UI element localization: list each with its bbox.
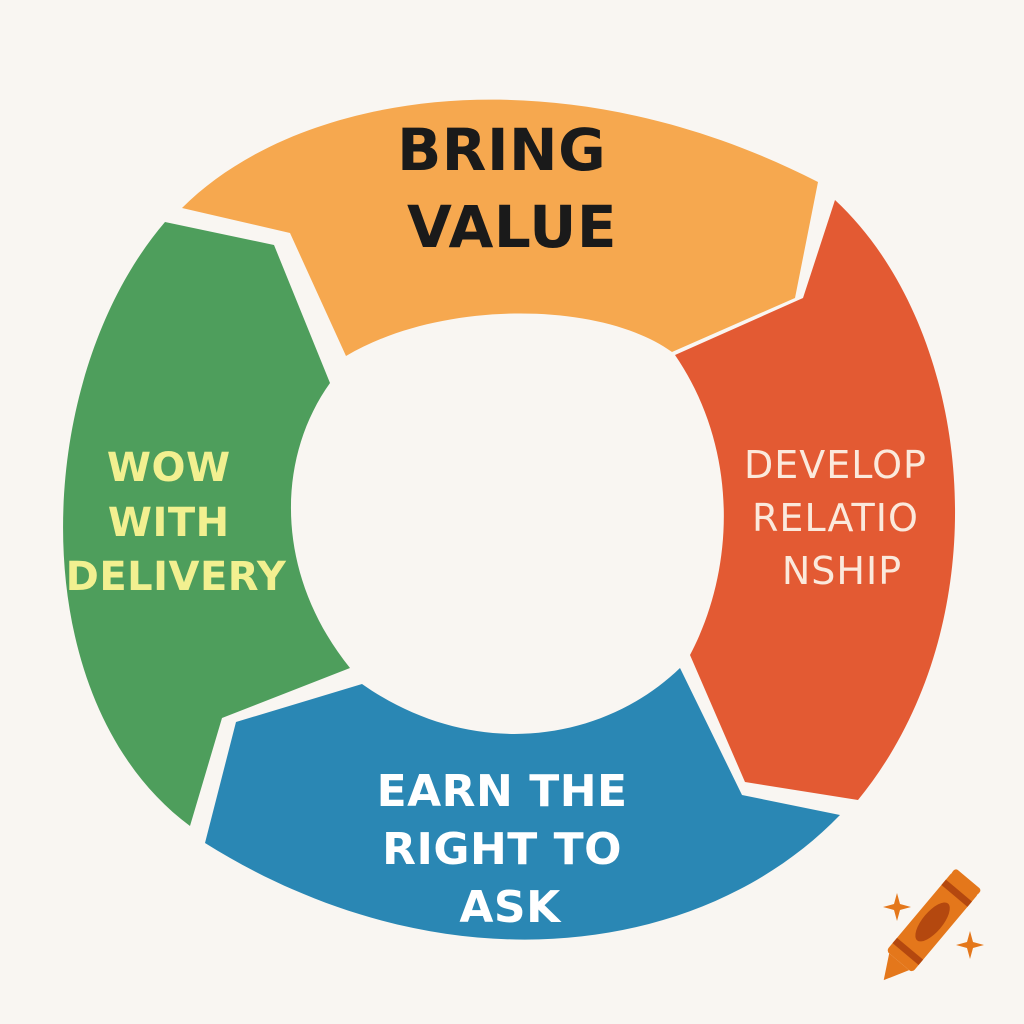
- label-line: ASK: [459, 882, 562, 933]
- segment-earn-the-right-to-ask: [205, 668, 840, 940]
- segment-develop-relationship: [675, 200, 956, 800]
- crayon-icon: [883, 869, 981, 981]
- label-line: VALUE: [407, 193, 617, 261]
- segment-wow-with-delivery: [63, 222, 351, 826]
- label-line: EARN THE: [377, 766, 628, 817]
- label-earn-the-right-to-ask: EARN THE RIGHT TO ASK: [377, 766, 644, 933]
- sparkle-icon: [956, 931, 984, 959]
- label-line: WOW: [107, 445, 231, 491]
- label-line: NSHIP: [782, 549, 902, 593]
- sparkle-icon: [883, 893, 911, 921]
- label-line: RIGHT TO: [382, 824, 622, 875]
- label-develop-relationship: DEVELOP RELATIO NSHIP: [744, 443, 940, 593]
- segment-bring-value: [182, 99, 818, 356]
- label-line: DELIVERY: [66, 554, 287, 600]
- label-line: WITH: [108, 500, 230, 546]
- label-line: DEVELOP: [744, 443, 927, 487]
- label-line: BRING: [397, 116, 606, 184]
- label-bring-value: BRING VALUE: [397, 116, 627, 261]
- label-wow-with-delivery: WOW WITH DELIVERY: [66, 445, 287, 600]
- label-line: RELATIO: [752, 496, 919, 540]
